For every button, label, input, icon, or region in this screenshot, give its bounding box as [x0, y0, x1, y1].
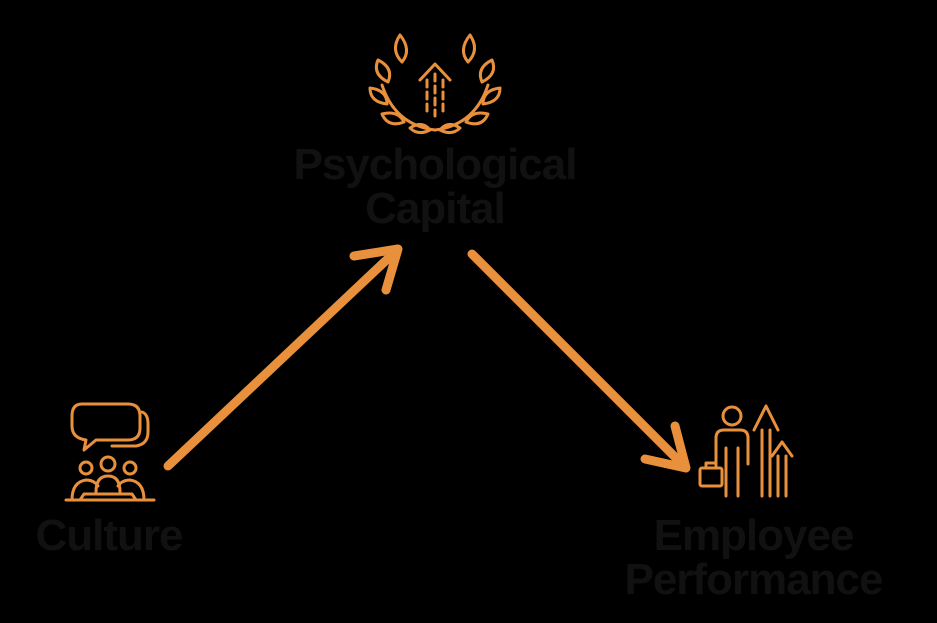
psychological-capital-label-line1: Psychological — [293, 140, 578, 189]
culture-label: Culture — [0, 514, 218, 558]
culture-label-text: Culture — [35, 511, 184, 560]
team-meeting-icon — [64, 402, 156, 502]
employee-performance-label-line2: Performance — [624, 555, 883, 604]
laurel-wreath-arrow-icon — [368, 33, 502, 135]
employee-performance-label: Employee Performance — [570, 514, 937, 602]
arrow-culture-to-psycap — [163, 244, 403, 471]
arrow-psycap-to-performance — [467, 249, 691, 473]
psychological-capital-label: Psychological Capital — [250, 143, 620, 231]
employee-performance-label-line1: Employee — [653, 511, 855, 560]
employee-growth-icon — [698, 404, 794, 498]
psychological-capital-label-line2: Capital — [365, 184, 506, 233]
